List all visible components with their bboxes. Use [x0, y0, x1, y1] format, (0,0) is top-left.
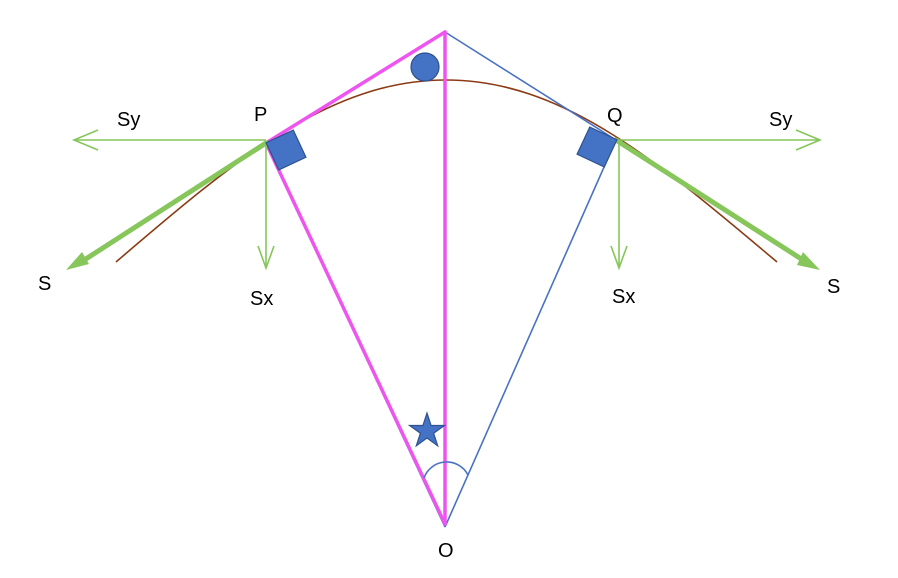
label-s-right: S: [827, 276, 841, 298]
angle-arc-o: [423, 461, 469, 479]
line-q-to-o: [444, 139, 617, 528]
label-s-left: S: [38, 273, 52, 295]
line-p-to-top: [264, 30, 447, 145]
s-right-arrow: [613, 137, 820, 270]
label-sx-left: Sx: [250, 288, 274, 310]
label-q: Q: [607, 105, 623, 127]
label-p: P: [254, 104, 268, 126]
circle-marker-icon: [410, 52, 440, 82]
sx-right-arrow: [610, 143, 628, 271]
label-o: O: [438, 540, 454, 562]
s-left-arrow: [66, 140, 269, 270]
right-angle-square-icon: [576, 126, 618, 168]
label-sx-right: Sx: [612, 286, 636, 308]
line-top-to-q: [444, 31, 617, 141]
sy-left-arrow: [71, 129, 266, 151]
line-p-to-o-pink: [264, 141, 447, 526]
sy-right-arrow: [616, 129, 823, 151]
label-sy-right: Sy: [769, 109, 793, 131]
star-marker-icon: [407, 411, 447, 448]
label-sy-left: Sy: [117, 109, 141, 131]
right-angle-square-icon: [265, 129, 307, 171]
sx-left-arrow: [257, 143, 275, 271]
